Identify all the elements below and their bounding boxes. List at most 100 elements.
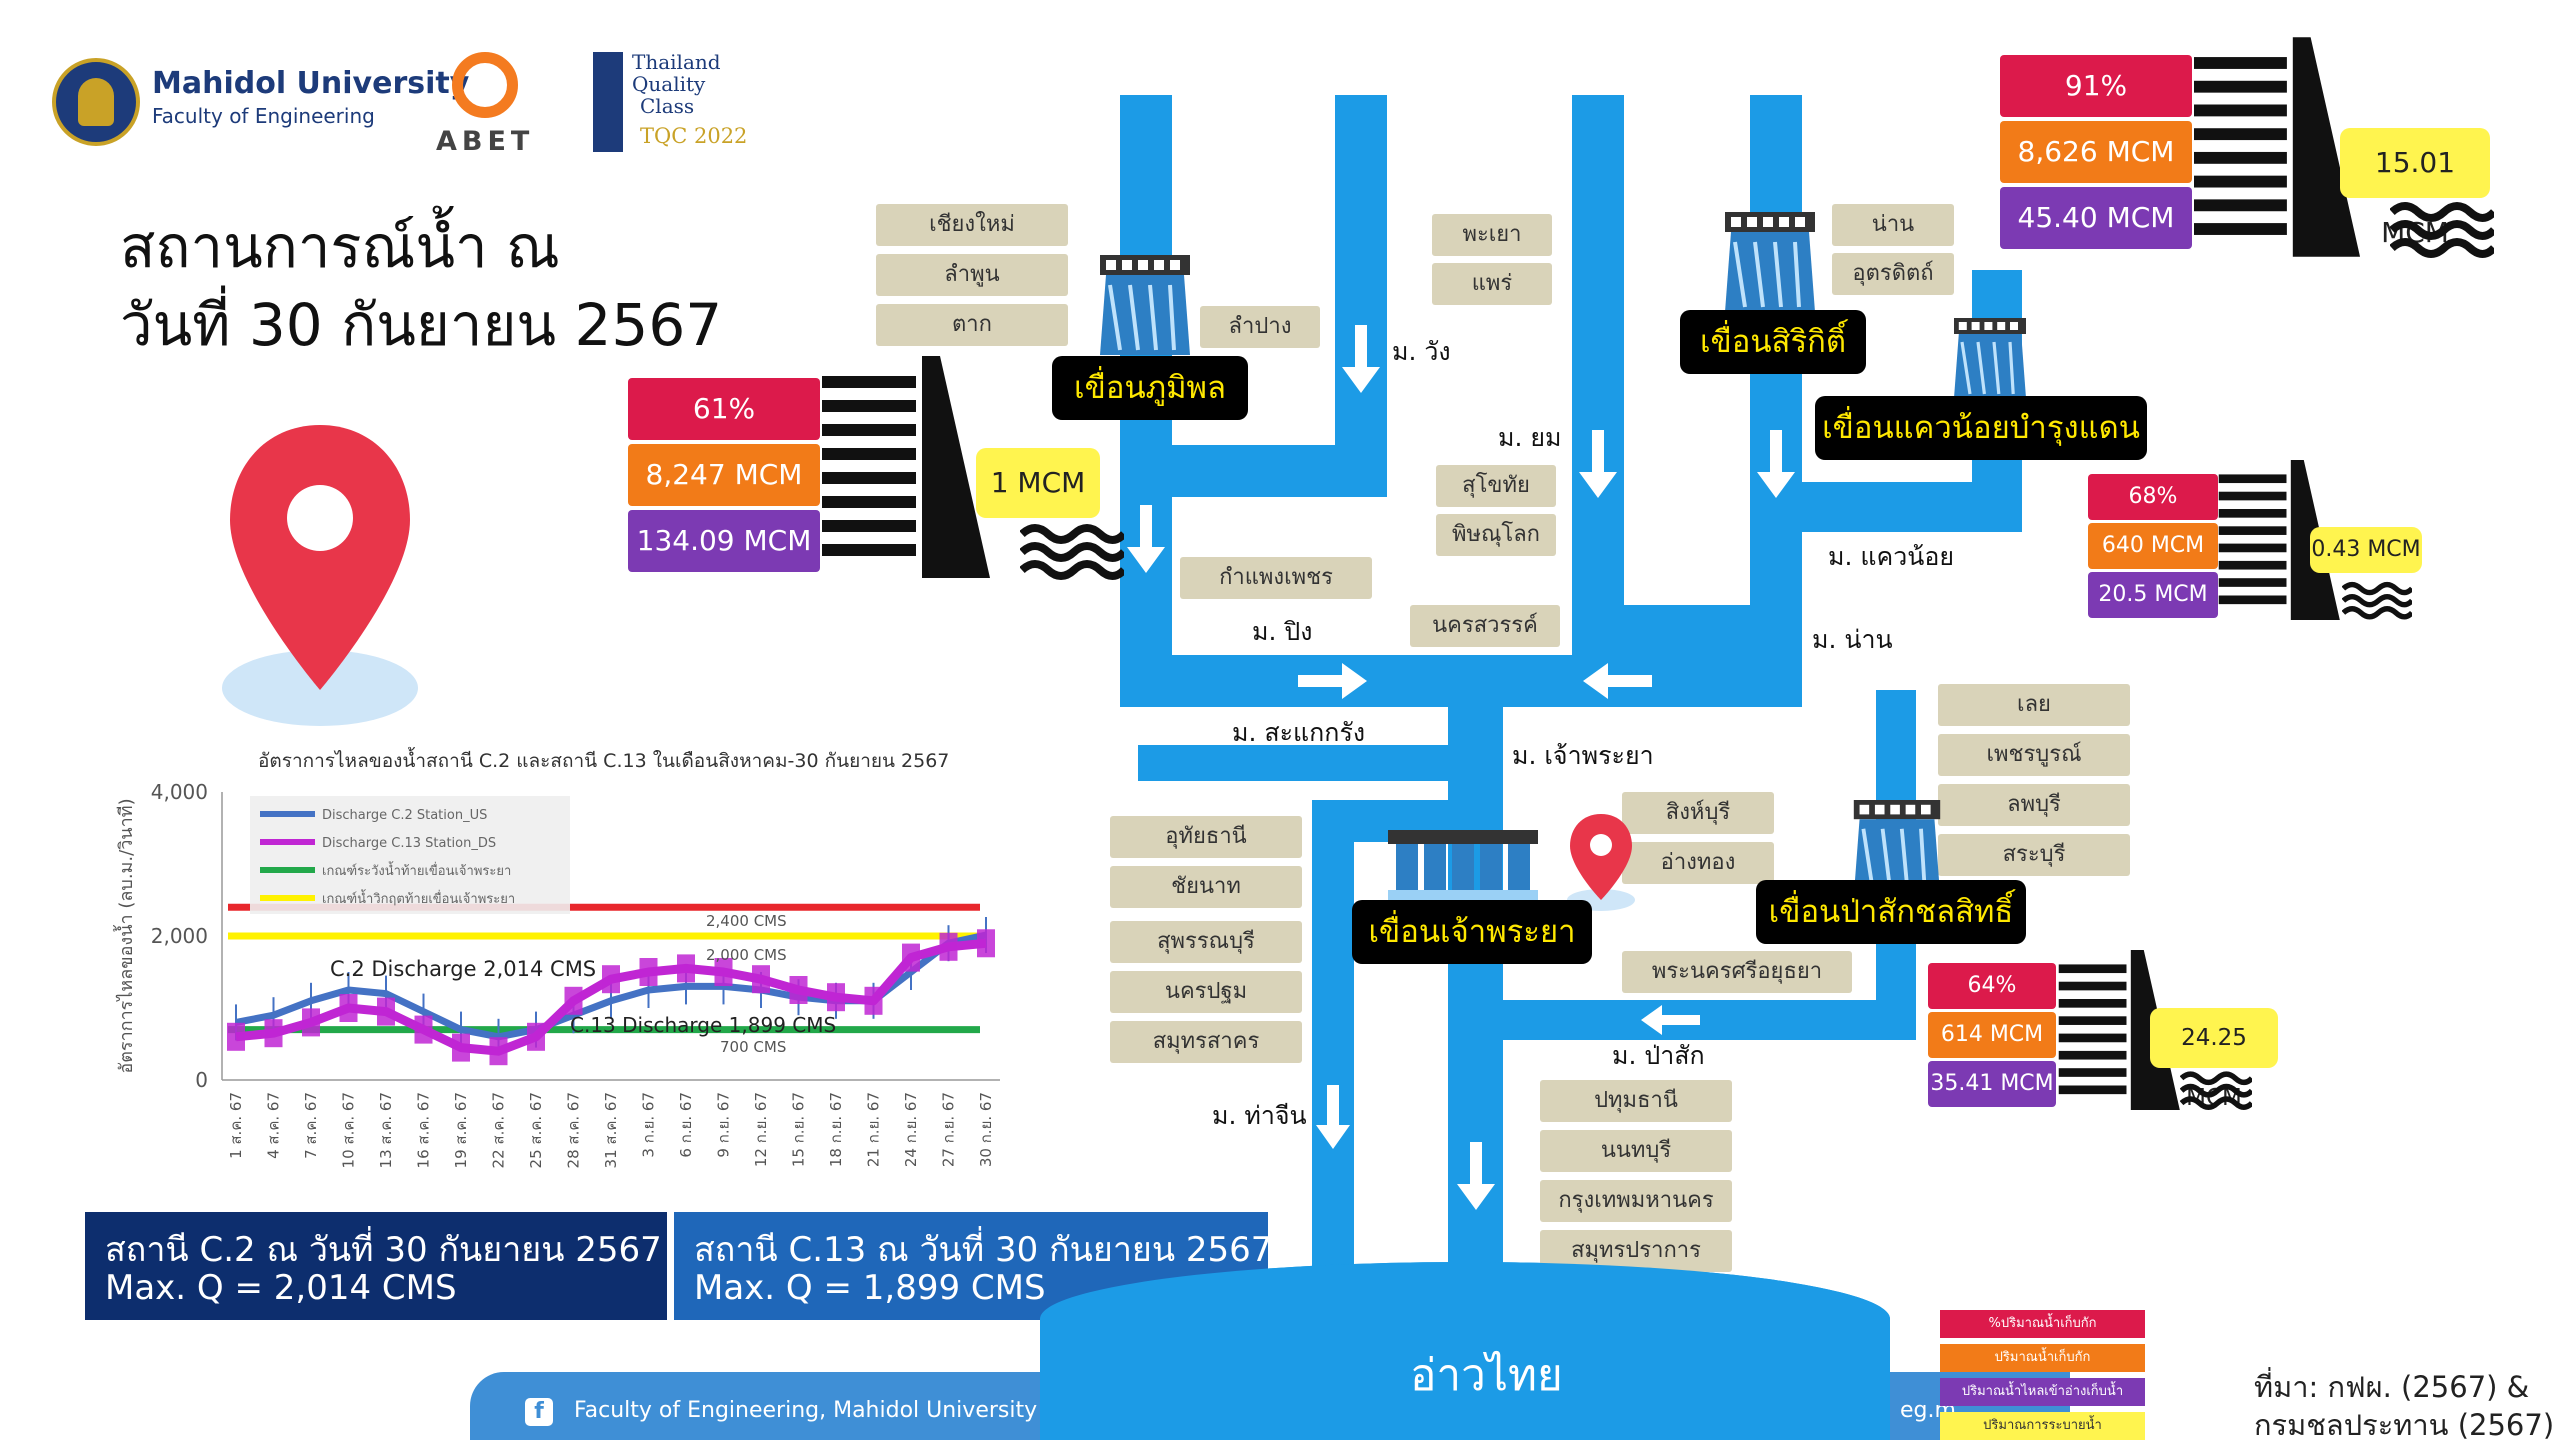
data-point [752, 965, 770, 994]
flow-arrow-pasak [1641, 1005, 1700, 1035]
y-tick-label: 2,000 [151, 924, 208, 948]
province-tag: สมุทรสาคร [1110, 1021, 1302, 1063]
mahidol-logo [52, 58, 140, 146]
station-c13-q: Max. Q = 1,899 CMS [694, 1268, 1046, 1308]
x-tick-label: 4 ส.ค. 67 [265, 1092, 283, 1159]
province-tag: สุพรรณบุรี [1110, 921, 1302, 963]
data-point [452, 1033, 470, 1062]
data-point [639, 958, 658, 986]
river-label-thachin: ม. ท่าจีน [1212, 1101, 1307, 1130]
x-tick-label: 21 ก.ย. 67 [865, 1092, 883, 1167]
river-label-wang: ม. วัง [1392, 337, 1451, 366]
x-tick-label: 18 ก.ย. 67 [827, 1092, 845, 1167]
x-tick-label: 15 ก.ย. 67 [790, 1092, 808, 1167]
province-tag: นนทบุรี [1540, 1130, 1732, 1172]
legend-release: ปริมาณการระบายน้ำ [1940, 1412, 2145, 1440]
university-name: Mahidol University [152, 66, 470, 101]
dam-label-sirikit: เขื่อนสิริกิติ์ [1680, 310, 1866, 374]
province-tag: แพร่ [1432, 263, 1552, 305]
source-line2: กรมชลประทาน (2567) [2254, 1408, 2555, 1442]
dam-icon [1954, 318, 2026, 398]
dam-icon [1725, 212, 1815, 312]
dam-icon [1100, 255, 1190, 355]
tqc-line1: Thailand [632, 50, 721, 74]
legend: %ปริมาณน้ำเก็บกัก ปริมาณน้ำเก็บกัก ปริมา… [1940, 1310, 2150, 1440]
pasak-percent: 64% [1928, 963, 2056, 1009]
x-tick-label: 9 ก.ย. 67 [715, 1092, 733, 1158]
legend-label: Discharge C.2 Station_US [322, 808, 487, 823]
dam-wall-icon [2194, 37, 2361, 257]
province-tag: ลำปาง [1200, 306, 1320, 348]
tqc-emblem [593, 52, 623, 152]
bhumibol-storage: 8,247 MCM [628, 444, 820, 506]
station-c2-box: สถานี C.2 ณ วันที่ 30 กันยายน 2567 Max. … [85, 1212, 667, 1320]
province-tag: พะเยา [1432, 214, 1552, 256]
x-tick-label: 27 ก.ย. 67 [940, 1092, 958, 1167]
province-tag: เชียงใหม่ [876, 204, 1068, 246]
sirikit-percent: 91% [2000, 55, 2192, 117]
province-tag: สุโขทัย [1436, 465, 1556, 507]
province-tag: นครปฐม [1110, 971, 1302, 1013]
page-title-line2: วันที่ 30 กันยายน 2567 [120, 291, 723, 359]
province-tag: อ่างทอง [1622, 842, 1774, 884]
water-waves-icon [1020, 524, 1124, 580]
annotation-2400: 2,400 CMS [706, 912, 787, 930]
kwaenoi-inflow: 20.5 MCM [2088, 572, 2218, 618]
legend-label: เกณฑ์ระวังน้ำท้ายเขื่อนเจ้าพระยา [322, 861, 511, 879]
province-tag: ลำพูน [876, 254, 1068, 296]
y-tick-label: 4,000 [151, 780, 208, 804]
data-point [377, 997, 395, 1026]
station-c13-box: สถานี C.13 ณ วันที่ 30 กันยายน 2567 Max.… [674, 1212, 1272, 1320]
flow-arrow-wang [1342, 325, 1380, 393]
x-tick-label: 22 ส.ค. 67 [490, 1092, 508, 1168]
location-pin-icon [222, 425, 418, 726]
pasak-inflow: 35.41 MCM [1928, 1061, 2056, 1107]
data-point [827, 983, 845, 1012]
river-label-nan: ม. น่าน [1812, 625, 1893, 654]
data-point [602, 965, 620, 994]
river-yom [1572, 95, 1624, 655]
dam-wall-icon [822, 356, 990, 578]
river-label-sakaekrang: ม. สะแกกรัง [1232, 718, 1366, 747]
gulf-overlay [1040, 1262, 1890, 1440]
bhumibol-percent: 61% [628, 378, 820, 440]
x-tick-label: 3 ก.ย. 67 [640, 1092, 658, 1158]
y-tick-label: 0 [195, 1068, 208, 1092]
water-waves-icon [2342, 581, 2412, 620]
river-label-kwaenoi: ม. แควน้อย [1828, 542, 1955, 571]
faculty-name: Faculty of Engineering [152, 104, 375, 128]
pasak-storage: 614 MCM [1928, 1012, 2056, 1058]
annotation-c13: C.13 Discharge 1,899 CMS [570, 1013, 836, 1037]
province-tag: ชัยนาท [1110, 866, 1302, 908]
province-tag: ลพบุรี [1938, 784, 2130, 826]
data-point [227, 1022, 245, 1051]
data-point [414, 1015, 433, 1044]
flow-arrow-chaophraya [1457, 1142, 1495, 1210]
x-tick-label: 7 ส.ค. 67 [302, 1092, 320, 1159]
river-wang [1335, 95, 1387, 495]
data-point [789, 976, 808, 1004]
flow-arrow-thachin [1316, 1085, 1350, 1149]
sirikit-storage: 8,626 MCM [2000, 121, 2192, 183]
abet-logo [452, 52, 518, 118]
station-c2-title: สถานี C.2 ณ วันที่ 30 กันยายน 2567 [105, 1230, 662, 1270]
annotation-2000: 2,000 CMS [706, 946, 787, 964]
footer-facebook-text[interactable]: Faculty of Engineering, Mahidol Universi… [574, 1398, 1038, 1423]
province-tag: พิษณุโลก [1436, 514, 1556, 556]
province-tag: สระบุรี [1938, 834, 2130, 876]
x-tick-label: 1 ส.ค. 67 [227, 1092, 245, 1159]
river-confluence [1120, 655, 1802, 707]
river-sakaekrang [1138, 745, 1450, 781]
province-tag: เลย [1938, 684, 2130, 726]
small-pin-icon [1567, 814, 1635, 911]
facebook-icon[interactable]: f [525, 1398, 553, 1426]
x-tick-label: 13 ส.ค. 67 [377, 1092, 395, 1168]
abet-text: ABET [436, 126, 535, 157]
sirikit-inflow: 45.40 MCM [2000, 187, 2192, 249]
water-waves-icon [2180, 1071, 2252, 1110]
data-point [527, 1022, 545, 1051]
river-nan [1750, 95, 1802, 655]
bhumibol-inflow: 134.09 MCM [628, 510, 820, 572]
station-c2-q: Max. Q = 2,014 CMS [105, 1268, 457, 1308]
